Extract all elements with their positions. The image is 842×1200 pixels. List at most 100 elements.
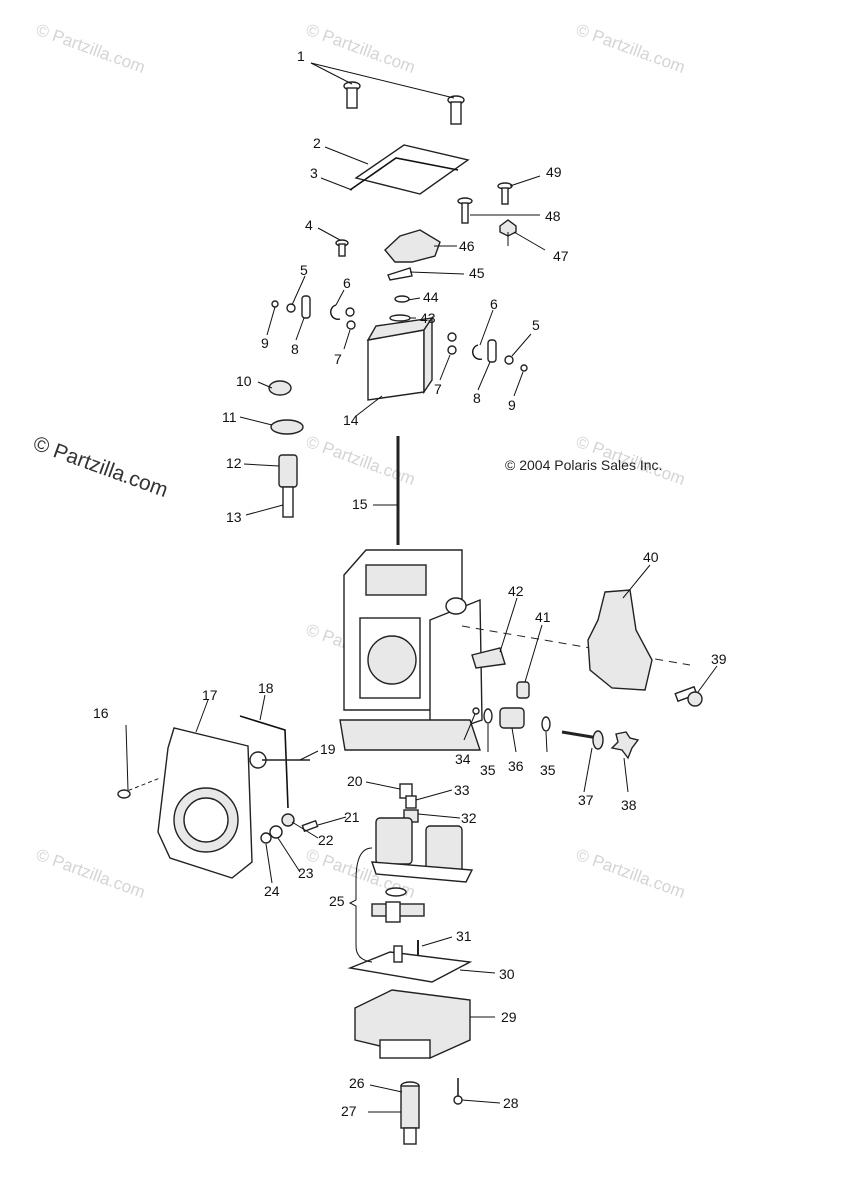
callout-37: 37 [578, 792, 594, 808]
part-screw-49 [497, 182, 513, 205]
callout-8-right: 8 [473, 390, 481, 406]
part-plug-41 [516, 681, 530, 699]
callout-41: 41 [535, 609, 551, 625]
part-9-left [271, 300, 279, 308]
part-6-right [472, 344, 483, 360]
callout-49: 49 [546, 164, 562, 180]
part-5-left [286, 303, 296, 313]
callout-22: 22 [318, 832, 334, 848]
callout-15: 15 [352, 496, 368, 512]
callout-labels: 1 2 3 4 5 6 7 8 9 10 11 12 13 14 15 16 1… [93, 48, 727, 1119]
callout-31: 31 [456, 928, 472, 944]
part-nut-10 [268, 380, 292, 396]
part-22 [281, 813, 295, 827]
callout-33: 33 [454, 782, 470, 798]
part-cover-gasket [349, 157, 459, 191]
part-7-left-a [345, 307, 355, 317]
part-slide-valve-14 [366, 315, 434, 401]
part-spring-12 [278, 454, 298, 488]
callout-38: 38 [621, 797, 637, 813]
part-9-right [520, 364, 528, 372]
part-knob-38 [610, 731, 640, 760]
copyright-notice: © 2004 Polaris Sales Inc. [505, 457, 663, 473]
part-24 [260, 832, 272, 844]
callout-10: 10 [236, 373, 252, 389]
callout-8: 8 [291, 341, 299, 357]
part-carb-body [339, 549, 483, 751]
callout-35-b: 35 [540, 762, 556, 778]
part-screw-39 [674, 685, 703, 707]
leader-lines [125, 62, 718, 1113]
part-throttle-shaft [461, 625, 691, 666]
part-8-left [301, 295, 311, 319]
part-gasket-18 [239, 715, 289, 809]
part-main-jet-26-27 [400, 1081, 420, 1145]
part-cover-plate [354, 144, 470, 195]
part-gasket-30 [347, 951, 473, 983]
callout-1: 1 [297, 48, 305, 64]
part-bracket-46 [384, 229, 441, 263]
callout-24: 24 [264, 883, 280, 899]
part-float-assembly-25 [371, 817, 474, 923]
part-clip-45 [387, 267, 413, 281]
callout-6: 6 [343, 275, 351, 291]
part-fitting-42 [471, 647, 506, 669]
part-screw-1a [343, 81, 361, 109]
callout-32: 32 [461, 810, 477, 826]
callout-4: 4 [305, 217, 313, 233]
callout-21: 21 [344, 809, 360, 825]
part-screw-1b [447, 95, 465, 125]
part-screw-48 [457, 197, 473, 224]
callout-2: 2 [313, 135, 321, 151]
part-5-right [504, 355, 514, 365]
callout-16: 16 [93, 705, 109, 721]
part-7-right-b [447, 345, 457, 355]
callout-46: 46 [459, 238, 475, 254]
part-cap-11 [270, 419, 304, 435]
part-43 [389, 314, 411, 322]
part-screw-4 [335, 239, 349, 257]
callout-43: 43 [420, 310, 436, 326]
callout-27: 27 [341, 1103, 357, 1119]
callout-17: 17 [202, 687, 218, 703]
callout-7: 7 [334, 351, 342, 367]
callout-47: 47 [553, 248, 569, 264]
callout-26: 26 [349, 1075, 365, 1091]
part-30-pin [393, 945, 403, 963]
callout-6-right: 6 [490, 296, 498, 312]
part-nut-47 [499, 219, 517, 237]
callout-19: 19 [320, 741, 336, 757]
callout-36: 36 [508, 758, 524, 774]
callout-13: 13 [226, 509, 242, 525]
part-screw-16 [117, 777, 161, 799]
callout-9: 9 [261, 335, 269, 351]
part-35-a [483, 708, 493, 724]
callout-29: 29 [501, 1009, 517, 1025]
part-throttle-lever-40 [587, 589, 653, 691]
callout-35: 35 [480, 762, 496, 778]
callout-23: 23 [298, 865, 314, 881]
part-33 [405, 795, 417, 809]
callout-20: 20 [347, 773, 363, 789]
part-screw-28 [453, 1078, 463, 1105]
part-8-right [487, 339, 497, 363]
part-spring-36 [499, 707, 525, 729]
callout-40: 40 [643, 549, 659, 565]
part-23 [269, 825, 283, 839]
callout-18: 18 [258, 680, 274, 696]
part-float-bowl-29 [354, 989, 471, 1059]
callout-45: 45 [469, 265, 485, 281]
callout-42: 42 [508, 583, 524, 599]
callout-12: 12 [226, 455, 242, 471]
callout-34: 34 [455, 751, 471, 767]
part-pilot-screw-37 [561, 730, 604, 750]
parts-drawing [117, 81, 703, 1145]
callout-3: 3 [310, 165, 318, 181]
callout-25: 25 [329, 893, 345, 909]
callout-5-right: 5 [532, 317, 540, 333]
part-34 [472, 707, 480, 715]
part-6-left [330, 304, 341, 320]
part-intake-adapter-17 [157, 727, 267, 879]
part-44 [394, 295, 410, 303]
part-21 [301, 819, 319, 833]
